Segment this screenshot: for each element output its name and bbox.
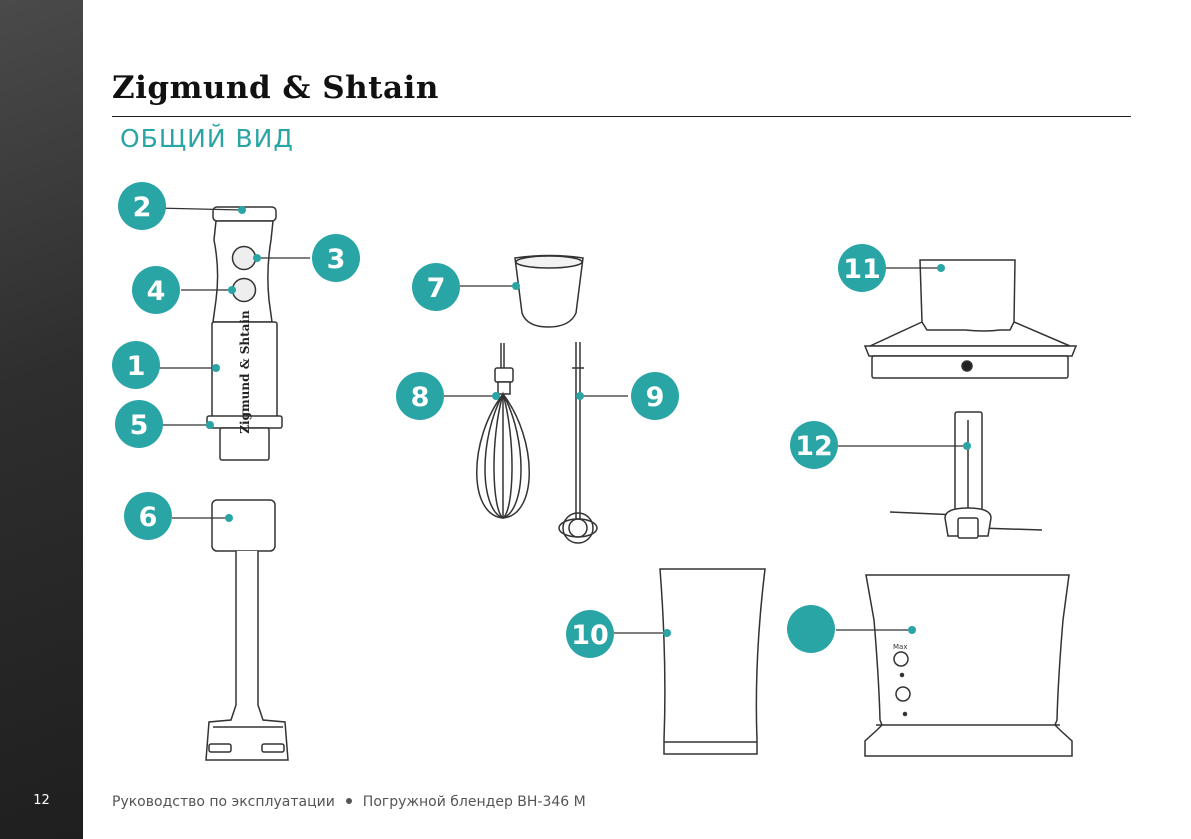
callout-9: 9 xyxy=(631,372,679,420)
motor-unit-drawing: Zigmund & Shtain xyxy=(207,207,282,460)
chopper-blade-drawing xyxy=(890,412,1042,538)
footer-product-name: Погружной блендер BH-346 M xyxy=(363,794,586,810)
callout-11: 11 xyxy=(838,244,886,292)
beaker-drawing xyxy=(660,569,765,754)
callout-7: 7 xyxy=(412,263,460,311)
svg-text:11: 11 xyxy=(843,254,881,285)
svg-text:10: 10 xyxy=(571,620,609,651)
callout-1: 1 xyxy=(112,341,160,389)
left-sidebar xyxy=(0,0,83,839)
blender-parts-diagram: Zigmund & Shtain xyxy=(83,150,1191,780)
footer-manual-title: Руководство по эксплуатации xyxy=(112,794,335,810)
svg-text:7: 7 xyxy=(427,273,446,304)
callout-5: 5 xyxy=(115,400,163,448)
svg-text:8: 8 xyxy=(411,382,430,413)
callout-2: 2 xyxy=(118,182,166,230)
header-divider xyxy=(112,116,1131,117)
svg-text:1: 1 xyxy=(127,351,146,382)
callout-3: 3 xyxy=(312,234,360,282)
chopper-lid-drawing xyxy=(865,260,1076,378)
footer: Руководство по эксплуатации Погружной бле… xyxy=(112,794,586,810)
svg-text:6: 6 xyxy=(139,502,158,533)
bowl-max-marking: Max xyxy=(893,643,907,651)
brand-logo: Zigmund & Shtain xyxy=(112,70,439,106)
grinder-cup-drawing xyxy=(515,256,583,328)
callout-10: 10 xyxy=(566,610,614,658)
svg-text:9: 9 xyxy=(646,382,665,413)
frother-drawing xyxy=(559,342,597,543)
svg-text:4: 4 xyxy=(147,276,166,307)
section-title: ОБЩИЙ ВИД xyxy=(120,124,294,153)
callout-6: 6 xyxy=(124,492,172,540)
svg-text:12: 12 xyxy=(795,431,833,462)
blender-leg-drawing xyxy=(206,500,288,760)
svg-text:3: 3 xyxy=(327,244,346,275)
callout-12: 12 xyxy=(790,421,838,469)
callout-4: 4 xyxy=(132,266,180,314)
chopper-bowl-drawing: Max xyxy=(865,575,1072,756)
callout-blank xyxy=(787,605,835,653)
svg-text:2: 2 xyxy=(133,192,152,223)
footer-separator xyxy=(346,798,352,804)
svg-text:5: 5 xyxy=(130,410,149,441)
page-number: 12 xyxy=(0,793,83,808)
whisk-drawing xyxy=(477,343,530,518)
callout-8: 8 xyxy=(396,372,444,420)
motor-brand-label: Zigmund & Shtain xyxy=(238,310,252,434)
